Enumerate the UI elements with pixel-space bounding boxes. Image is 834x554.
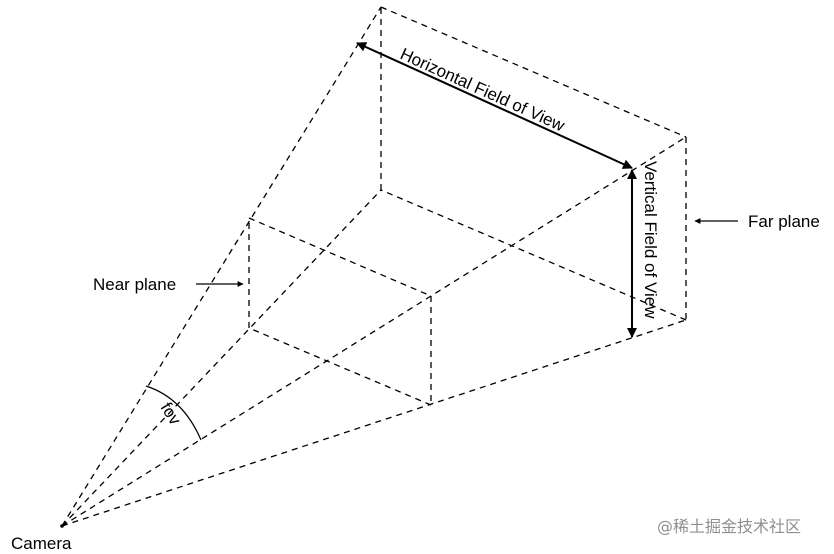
fov-arc bbox=[145, 385, 202, 441]
vertical-fov-label: Vertical Field of View bbox=[641, 161, 660, 319]
frustum-edge-bottom-right bbox=[61, 319, 687, 527]
horizontal-fov-arrow bbox=[356, 42, 633, 169]
camera-label: Camera bbox=[11, 534, 72, 553]
frustum-edge-top-left bbox=[61, 6, 382, 527]
frustum-edge-bottom-left bbox=[61, 189, 382, 527]
far-plane-label: Far plane bbox=[748, 212, 820, 231]
near-plane-rect bbox=[248, 217, 432, 406]
camera-point bbox=[60, 524, 64, 528]
watermark: @稀土掘金技术社区 bbox=[657, 517, 801, 536]
horizontal-fov-label: Horizontal Field of View bbox=[397, 44, 568, 135]
fov-label: fov bbox=[157, 399, 185, 429]
frustum-edge-top-right bbox=[61, 136, 687, 527]
frustum-edges bbox=[61, 6, 687, 527]
near-plane-label: Near plane bbox=[93, 275, 176, 294]
